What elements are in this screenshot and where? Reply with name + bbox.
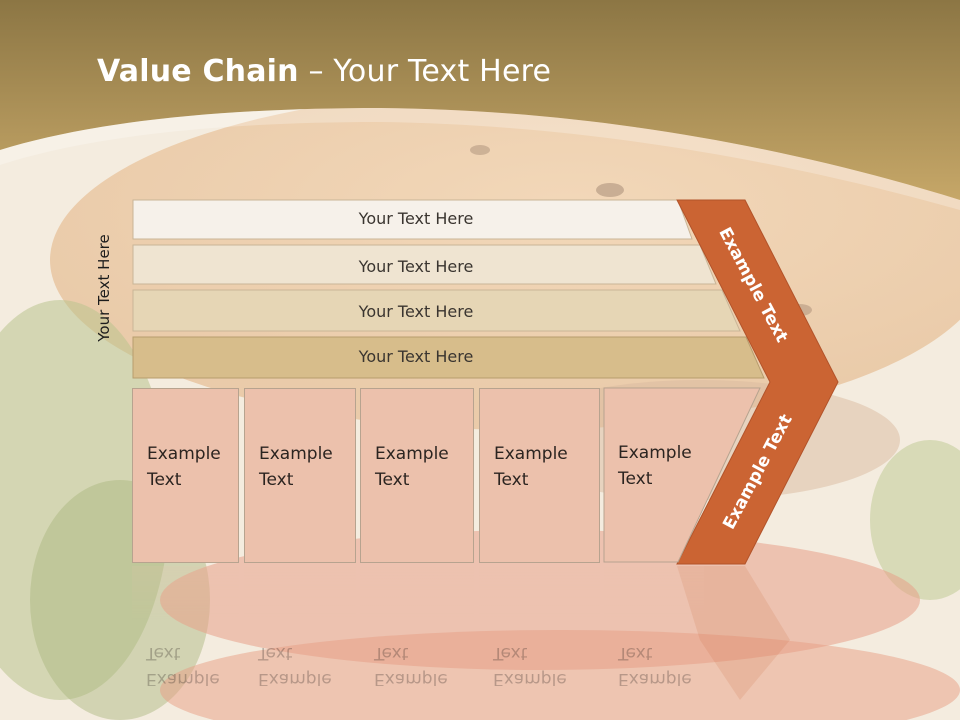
cell-reflection-5: Example Text <box>604 566 704 686</box>
row-bar-4 <box>132 336 765 379</box>
reflection-3-line1: Example <box>374 669 448 686</box>
row-bar-1 <box>132 199 693 240</box>
reflection-2-line1: Example <box>258 669 332 686</box>
reflection-4-line1: Example <box>493 669 567 686</box>
reflection-1-line2: Text <box>146 643 181 663</box>
cell-3-line2: Text <box>375 470 410 490</box>
row-bar-3 <box>132 289 741 332</box>
cell-reflection-3: Example Text <box>360 566 474 686</box>
row-text-3: Your Text Here <box>358 302 474 321</box>
cell-2-line2: Text <box>259 470 294 490</box>
cell-4-line2: Text <box>494 470 529 490</box>
slide-title: Value Chain – Your Text Here <box>97 54 551 89</box>
reflection-2-line2: Text <box>258 643 293 663</box>
cell-3-line1: Example <box>375 444 449 464</box>
cell-5-line2: Text <box>618 469 653 489</box>
reflection-3-line2: Text <box>374 643 409 663</box>
title-rest: – Your Text Here <box>298 54 552 89</box>
reflection-1-line1: Example <box>146 669 220 686</box>
cell-reflection-1: Example Text <box>132 566 239 686</box>
cell-1-line1: Example <box>147 444 221 464</box>
cell-reflection-4: Example Text <box>479 566 600 686</box>
cell-1-line2: Text <box>147 470 182 490</box>
reflection-4-line2: Text <box>493 643 528 663</box>
chevron-arrow <box>676 199 839 565</box>
chevron-reflection <box>677 566 790 700</box>
cell-2-line1: Example <box>259 444 333 464</box>
activity-cell-5-shape <box>603 387 761 563</box>
title-main: Value Chain <box>97 54 299 89</box>
cell-reflection-2: Example Text <box>244 566 356 686</box>
row-text-4: Your Text Here <box>358 347 474 366</box>
side-label: Your Text Here <box>95 234 113 342</box>
cell-5-line1: Example <box>618 443 692 463</box>
row-text-1: Your Text Here <box>358 209 474 228</box>
reflection-5-line2: Text <box>618 643 653 663</box>
reflection-5-line1: Example <box>618 669 692 686</box>
row-text-2: Your Text Here <box>358 257 474 276</box>
cell-4-line1: Example <box>494 444 568 464</box>
row-bar-2 <box>132 244 717 285</box>
